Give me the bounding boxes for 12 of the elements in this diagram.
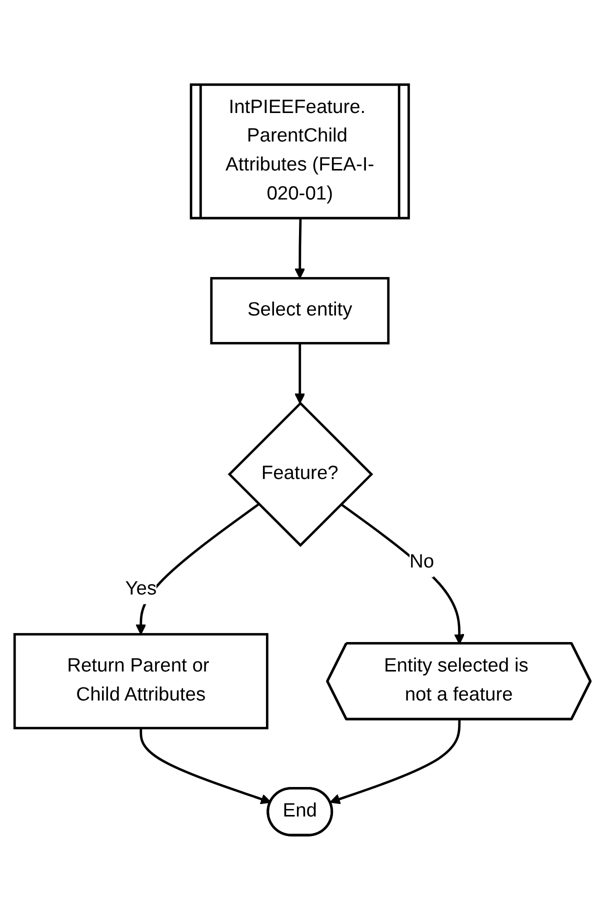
node-box	[13, 633, 268, 730]
arrow	[340, 503, 465, 644]
flowchart: No Yes IntPIEEFeature. ParentChild Attributes (FEA-I-020-01) Select entity Feature? Entity selected is not a feature Return Parent or Child Attributes End	[5, 75, 600, 845]
node-diamond	[228, 402, 374, 548]
node-box	[210, 277, 390, 345]
arrow	[330, 720, 461, 804]
arrow	[294, 343, 306, 404]
arrow	[294, 218, 306, 279]
edge-label: Yes	[125, 579, 157, 600]
arrow	[140, 728, 272, 804]
arrow	[136, 503, 260, 635]
edge-label: No	[410, 552, 434, 573]
